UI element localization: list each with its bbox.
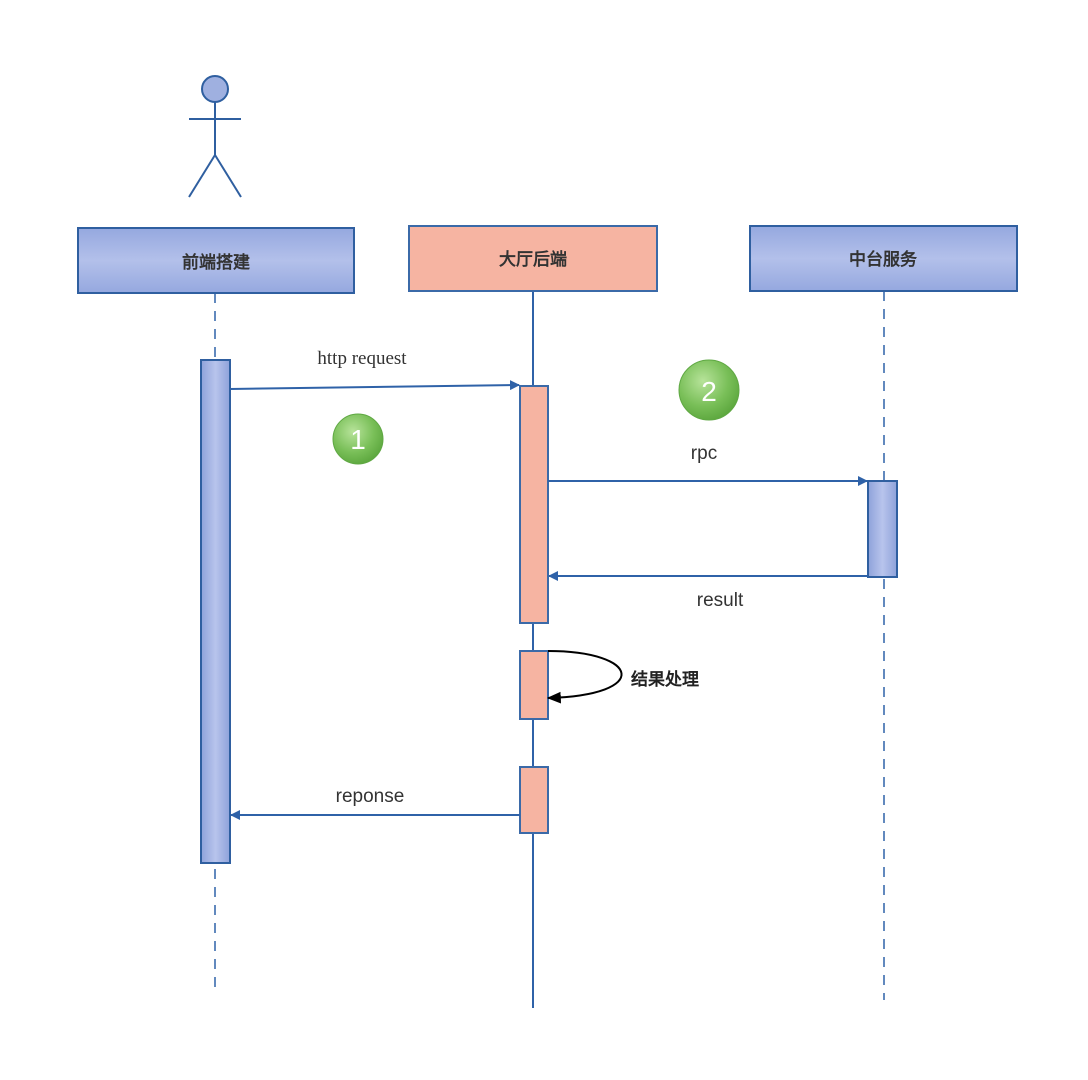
actor-icon [188, 75, 242, 198]
backend-activation-3 [519, 766, 549, 834]
http-request-arrow [229, 380, 520, 391]
backend-activation-1 [519, 385, 549, 624]
step-2-badge-label: 2 [701, 376, 717, 407]
result-label: result [697, 590, 744, 611]
step-2-badge: 2 [678, 359, 740, 421]
frontend-activation [200, 359, 231, 864]
participant-middle: 中台服务 [749, 225, 1018, 292]
http-request-label: http request [317, 348, 407, 369]
participant-frontend-label: 前端搭建 [182, 252, 250, 273]
step-1-badge: 1 [332, 413, 384, 465]
step-1-badge-label: 1 [350, 424, 366, 455]
self-process-label: 结果处理 [631, 669, 699, 690]
rpc-label: rpc [691, 443, 717, 464]
backend-activation-2 [519, 650, 549, 720]
self-process-arrow [546, 650, 623, 704]
participant-middle-label: 中台服务 [849, 249, 918, 270]
participant-backend: 大厅后端 [408, 225, 658, 292]
response-label: reponse [336, 786, 405, 807]
middle-activation [867, 480, 898, 578]
participant-frontend: 前端搭建 [77, 227, 355, 294]
participant-backend-label: 大厅后端 [499, 249, 567, 270]
